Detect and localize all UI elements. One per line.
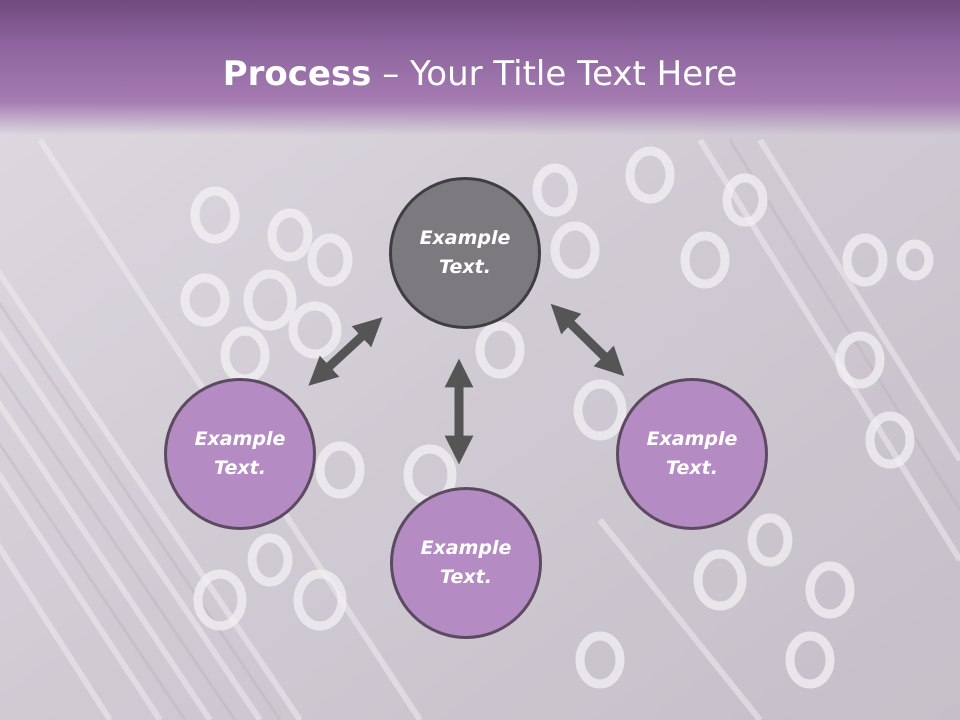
node-center-line1: Example xyxy=(419,227,511,249)
node-right-line2: Text. xyxy=(666,457,718,479)
process-node-center: Example Text. xyxy=(389,177,541,329)
slide-title: Process – Your Title Text Here xyxy=(0,52,960,96)
title-rest: – Your Title Text Here xyxy=(371,54,738,94)
node-bottom-line2: Text. xyxy=(440,566,492,588)
node-left-line2: Text. xyxy=(214,457,266,479)
arrow-center-left xyxy=(308,317,383,386)
node-bottom-line1: Example xyxy=(420,537,512,559)
process-node-right: Example Text. xyxy=(616,378,768,530)
title-bold: Process xyxy=(222,54,372,94)
node-right-line1: Example xyxy=(646,428,738,450)
node-left-line1: Example xyxy=(194,428,286,450)
node-center-line2: Text. xyxy=(439,256,491,278)
arrow-center-right xyxy=(550,303,625,377)
title-banner xyxy=(0,0,960,135)
process-node-bottom: Example Text. xyxy=(390,487,542,639)
process-node-left: Example Text. xyxy=(164,378,316,530)
